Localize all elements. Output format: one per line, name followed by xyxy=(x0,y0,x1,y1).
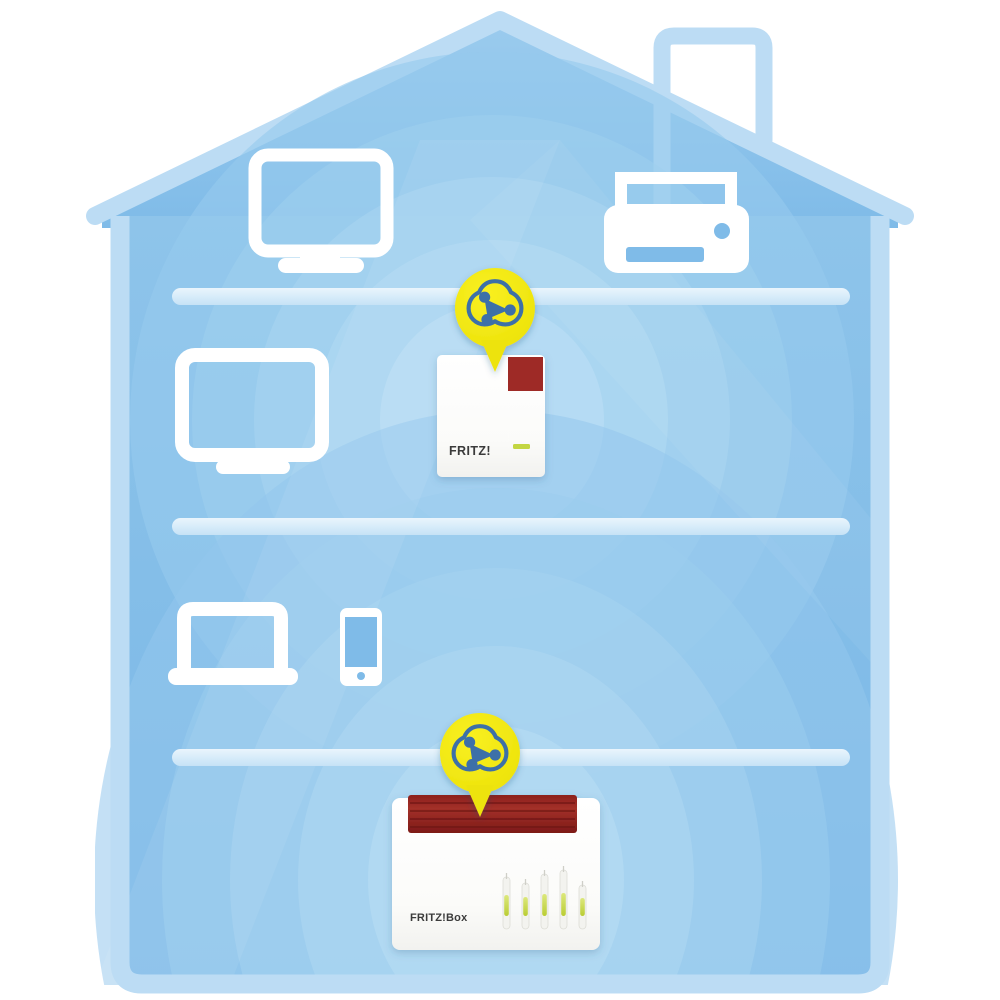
chimney xyxy=(653,27,773,231)
router-led-2 xyxy=(521,879,530,930)
router-brand-label: FRITZ!Box xyxy=(410,912,468,924)
printer-icon xyxy=(604,172,749,273)
mesh-icon xyxy=(451,724,509,772)
smartphone-icon xyxy=(340,608,382,686)
mesh-badge-router[interactable] xyxy=(439,713,520,817)
laptop-icon xyxy=(168,602,298,685)
repeater-status-led xyxy=(513,444,530,449)
router-led-4 xyxy=(559,866,568,930)
roof-border xyxy=(86,11,914,225)
floor-divider-2 xyxy=(172,518,850,535)
repeater-red-accent xyxy=(508,357,543,391)
router-led-1 xyxy=(502,873,511,930)
mesh-badge-repeater[interactable] xyxy=(454,268,535,372)
router-grille xyxy=(408,795,577,833)
router-led-strip xyxy=(502,866,587,930)
wall-border xyxy=(110,216,890,994)
router-led-5 xyxy=(578,881,587,930)
fritz-repeater[interactable]: FRITZ! xyxy=(437,355,545,477)
monitor-icon xyxy=(248,148,394,273)
repeater-brand-label: FRITZ! xyxy=(449,444,491,458)
mesh-icon xyxy=(466,279,524,327)
tv-icon xyxy=(175,348,329,474)
router-led-3 xyxy=(540,870,549,930)
fritz-box-router[interactable]: FRITZ!Box xyxy=(392,795,600,950)
